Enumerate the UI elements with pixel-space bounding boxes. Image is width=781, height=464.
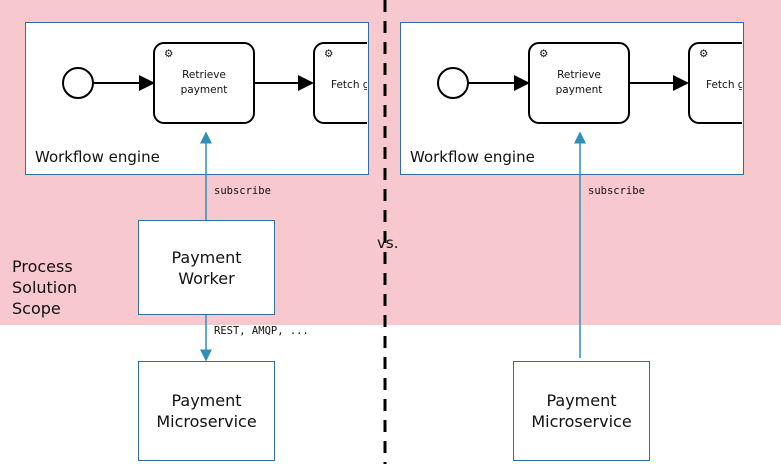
task-fetch [688, 42, 742, 124]
process-solution-scope-label: Process Solution Scope [12, 257, 78, 318]
payment-microservice-box-right: Payment Microservice [513, 361, 650, 461]
gear-icon: ⚙ [539, 48, 548, 60]
task-retrieve-payment-line1: Retrieve [182, 69, 226, 81]
task-fetch-label: Fetch g [331, 79, 369, 91]
subscribe-label-left: subscribe [214, 185, 271, 197]
gear-icon: ⚙ [164, 48, 173, 60]
subscribe-label-right: subscribe [588, 185, 645, 197]
payment-microservice-box-left: Payment Microservice [138, 361, 275, 461]
gear-icon: ⚙ [699, 48, 708, 60]
protocol-label: REST, AMQP, ... [214, 325, 309, 337]
gear-icon: ⚙ [324, 48, 333, 60]
bpmn-process-left: ⚙ Retrieve payment ⚙ Fetch g [62, 42, 369, 124]
task-retrieve-payment-line2: payment [181, 84, 228, 96]
vs-label: vs. [377, 234, 399, 252]
task-fetch-label: Fetch g [706, 79, 744, 91]
workflow-engine-label: Workflow engine [410, 148, 535, 166]
task-fetch [313, 42, 367, 124]
workflow-engine-left: ⚙ Retrieve payment ⚙ Fetch g Workflow en… [25, 22, 369, 175]
payment-worker-box: Payment Worker [138, 220, 275, 315]
workflow-engine-label: Workflow engine [35, 148, 160, 166]
workflow-engine-right: ⚙ Retrieve payment ⚙ Fetch g Workflow en… [400, 22, 744, 175]
task-retrieve-payment-line1: Retrieve [557, 69, 601, 81]
task-retrieve-payment-line2: payment [556, 84, 603, 96]
bpmn-process-right: ⚙ Retrieve payment ⚙ Fetch g [437, 42, 744, 124]
